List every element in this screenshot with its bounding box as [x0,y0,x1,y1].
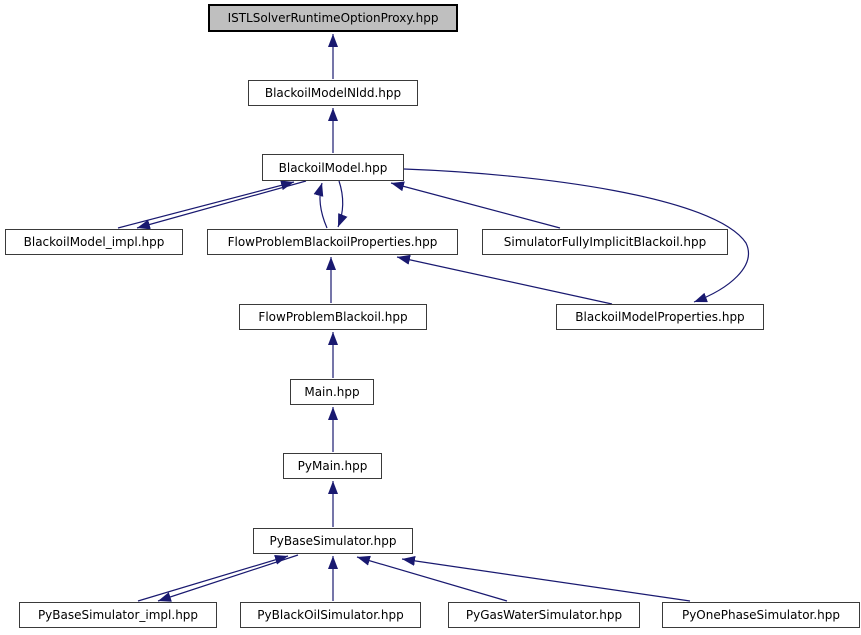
node-py-blackoil-simulator[interactable]: PyBlackOilSimulator.hpp [240,602,421,628]
node-simulator-fully-implicit-blackoil[interactable]: SimulatorFullyImplicitBlackoil.hpp [482,229,728,255]
node-blackoil-model-impl[interactable]: BlackoilModel_impl.hpp [5,229,183,255]
node-blackoil-model-nldd[interactable]: BlackoilModelNldd.hpp [248,80,418,106]
edge-py-one-phase-simulator-to-py-base-simulator [401,555,691,602]
node-py-one-phase-simulator[interactable]: PyOnePhaseSimulator.hpp [662,602,860,628]
node-blackoil-model[interactable]: BlackoilModel.hpp [262,154,404,181]
node-py-base-simulator[interactable]: PyBaseSimulator.hpp [253,528,413,554]
edge-blackoil-model-impl-to-blackoil-model [117,180,295,229]
edge-blackoil-model-to-flow-problem-blackoil-properties [337,180,348,228]
edge-blackoil-model-properties-to-flow-problem-blackoil-properties [396,254,613,305]
node-main[interactable]: Main.hpp [290,379,374,405]
edge-py-base-simulator-impl-to-py-base-simulator [137,554,289,602]
node-flow-problem-blackoil[interactable]: FlowProblemBlackoil.hpp [239,304,427,330]
node-flow-problem-blackoil-properties[interactable]: FlowProblemBlackoilProperties.hpp [207,229,458,255]
edge-blackoil-model-to-blackoil-model-impl [136,180,307,230]
edge-py-base-simulator-to-py-base-simulator-impl [157,554,299,602]
node-py-main[interactable]: PyMain.hpp [283,453,382,479]
node-py-base-simulator-impl[interactable]: PyBaseSimulator_impl.hpp [19,602,217,628]
edge-blackoil-model-to-blackoil-model-properties [403,168,749,303]
edge-flow-problem-blackoil-properties-to-blackoil-model [313,182,328,229]
node-py-gas-water-simulator[interactable]: PyGasWaterSimulator.hpp [448,602,640,628]
node-blackoil-model-properties[interactable]: BlackoilModelProperties.hpp [556,304,764,330]
edge-py-gas-water-simulator-to-py-base-simulator [356,555,508,602]
node-istl-solver-runtime-option-proxy: ISTLSolverRuntimeOptionProxy.hpp [208,4,458,32]
edge-simulator-fully-implicit-blackoil-to-blackoil-model [390,181,561,229]
